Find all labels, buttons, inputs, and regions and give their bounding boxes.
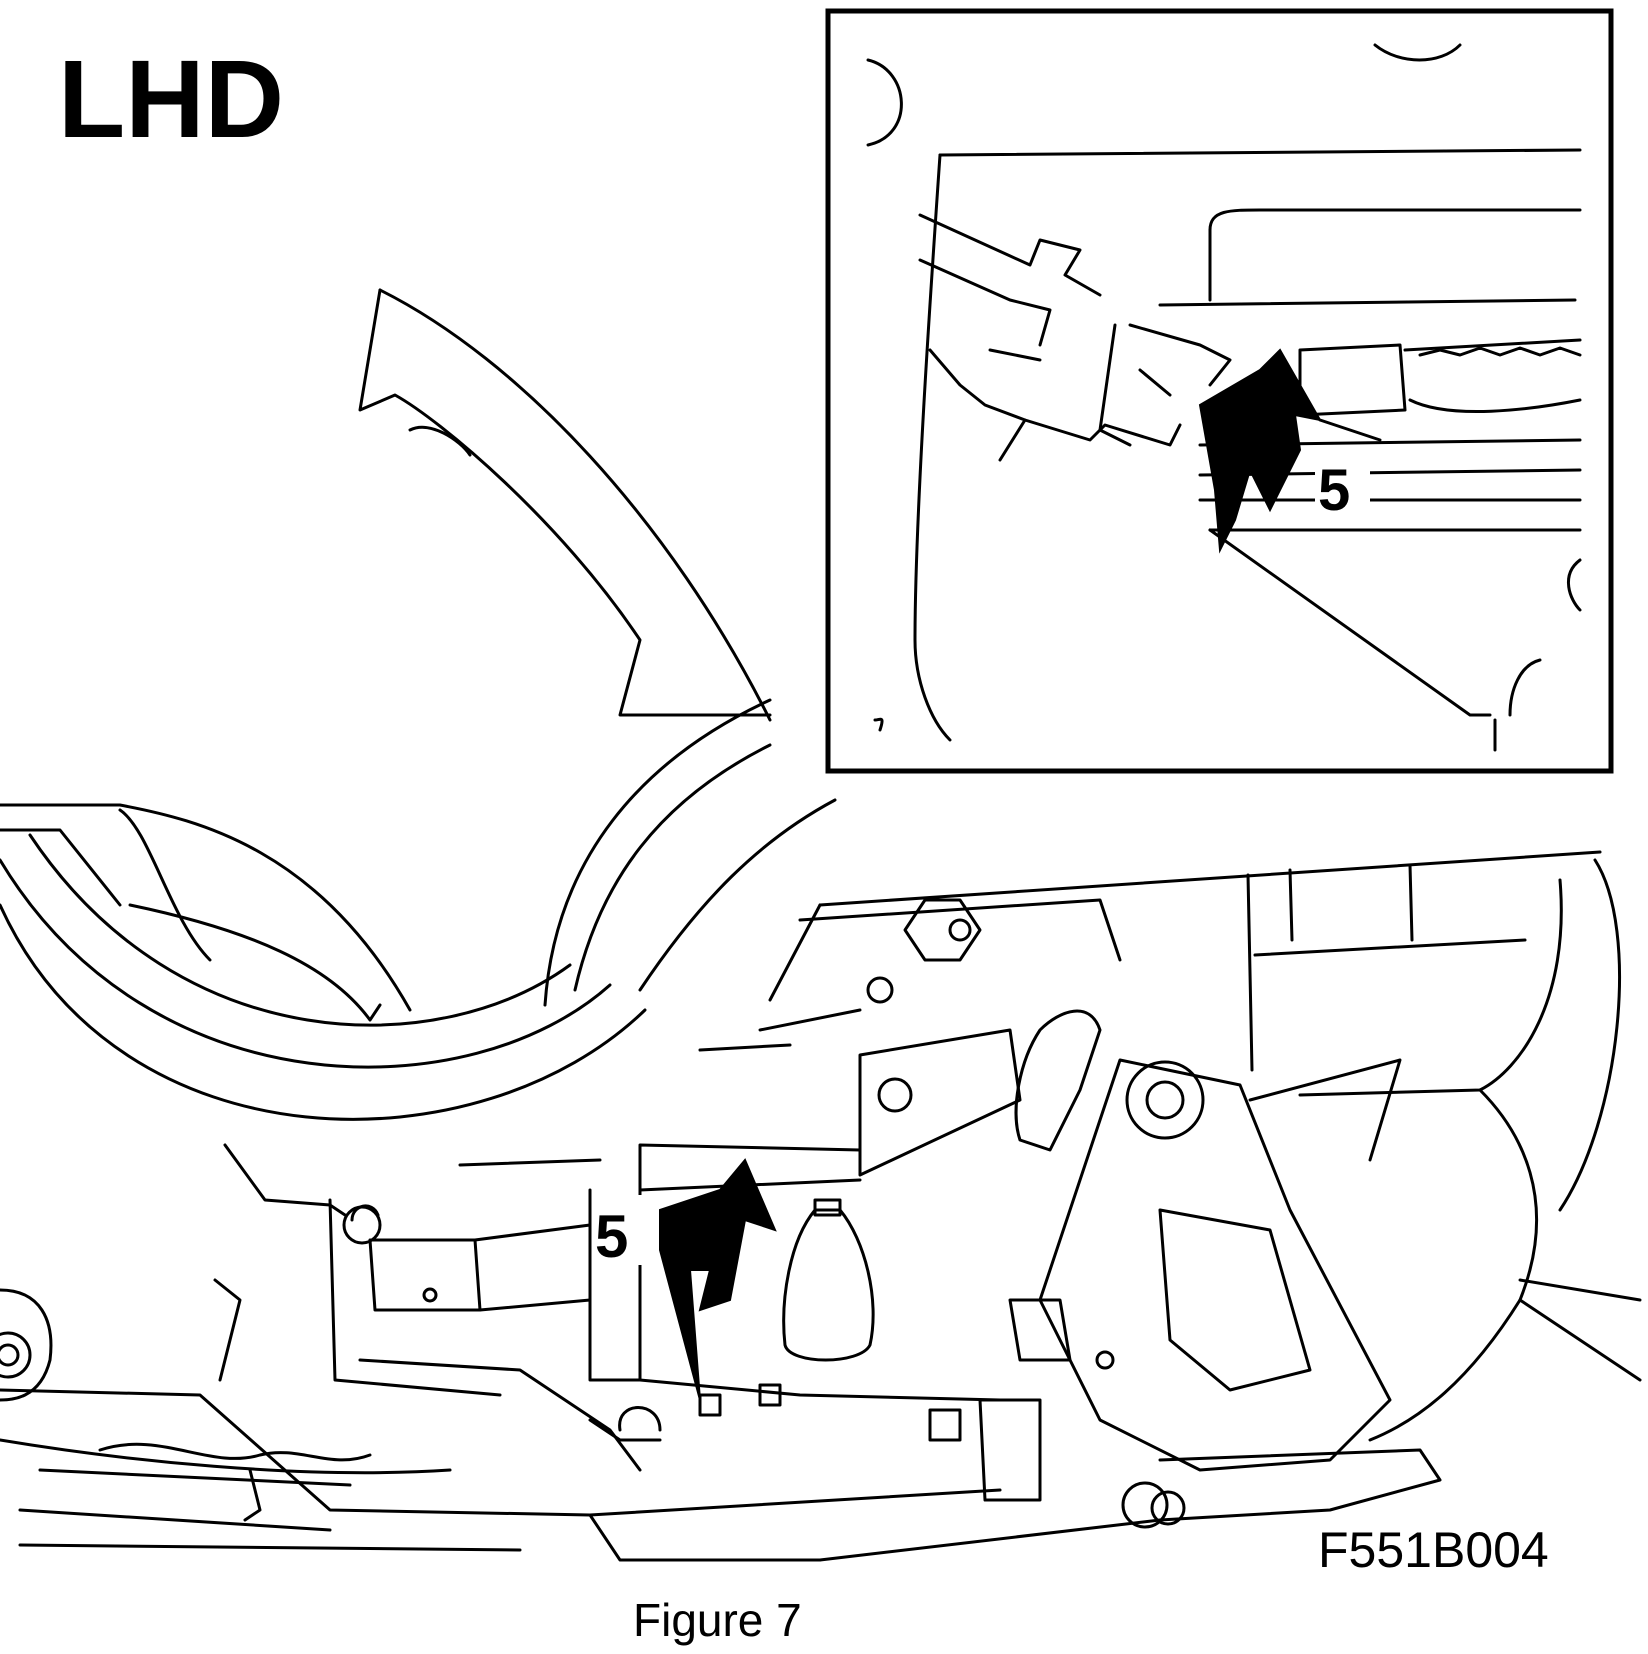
left-support [223, 1143, 1002, 1402]
connector-plug [782, 1198, 875, 1362]
fasteners [618, 1383, 962, 1442]
pedal-bracket [978, 1009, 1442, 1529]
figure-caption: Figure 7 [633, 1594, 802, 1646]
main-assembly-drawing [0, 288, 1642, 1562]
wiring-harness [98, 1442, 372, 1462]
callout-arrow-main [592, 1158, 777, 1401]
figure-code: F551B004 [1318, 1522, 1549, 1578]
floor-rail [0, 1278, 1162, 1562]
callout-number-inset: 5 [1318, 458, 1350, 523]
inset-frame [825, 8, 1614, 774]
inset-detail: 5 [825, 8, 1614, 774]
callout-number-main: 5 [595, 1203, 628, 1270]
dashboard-housing [768, 850, 1642, 1442]
callout-arrow-inset [1198, 348, 1322, 554]
steering-wheel [0, 288, 837, 1121]
variant-label: LHD [58, 38, 284, 161]
column-bracket [638, 898, 1122, 1192]
